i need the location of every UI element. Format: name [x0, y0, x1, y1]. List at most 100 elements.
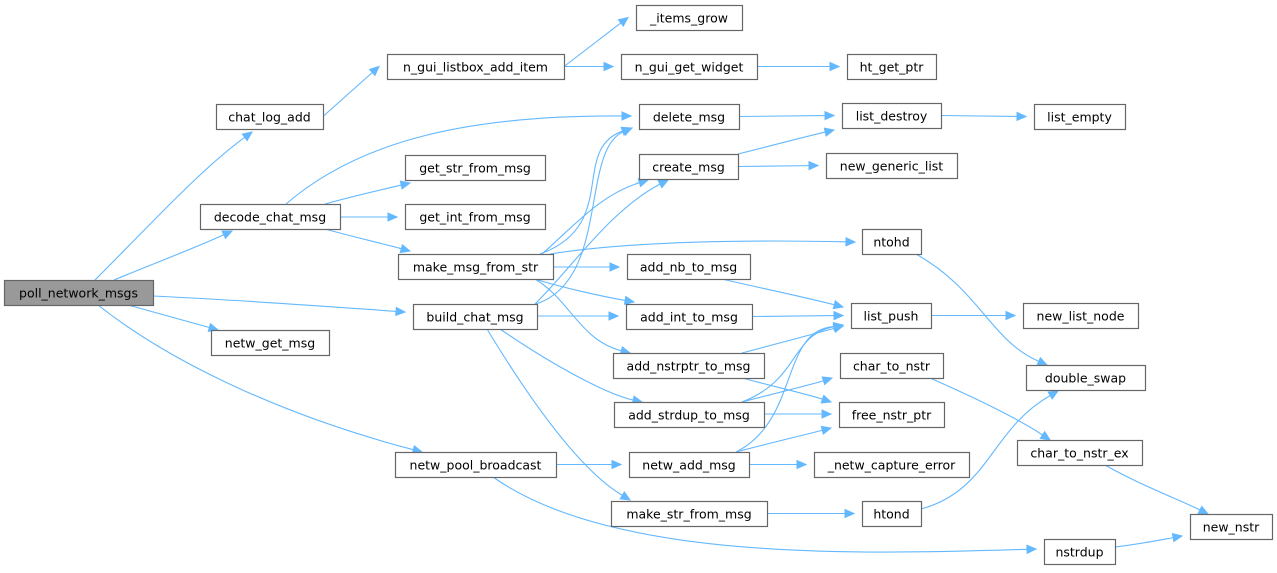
arrowhead-icon — [611, 459, 623, 470]
edge-decode_chat_msg-to-delete_msg — [285, 111, 633, 205]
node-label: poll_network_msgs — [19, 286, 138, 301]
edge-line — [535, 131, 624, 305]
edge-line — [741, 380, 824, 403]
edge-line — [735, 326, 835, 453]
edge-line — [152, 295, 397, 312]
node-box — [838, 401, 946, 429]
edge-make_msg_from_str-to-ntohd — [549, 237, 857, 255]
node-new-generic-list[interactable]: new_generic_list — [825, 152, 959, 180]
arrowhead-icon — [808, 160, 820, 171]
edge-decode_chat_msg-to-get_str_from_msg — [324, 180, 412, 205]
edge-build_chat_msg-to-add_int_to_msg — [536, 311, 620, 321]
node-items-grow[interactable]: _items_grow — [635, 4, 744, 32]
edge-line — [741, 327, 835, 354]
edge-char_to_nstr_ex-to-new_nstr — [1104, 464, 1210, 515]
node-box — [3, 279, 155, 307]
arrowhead-icon — [608, 311, 620, 321]
edge-line — [539, 130, 623, 255]
edge-line — [534, 183, 661, 305]
node-double-swap[interactable]: double_swap — [1025, 364, 1147, 392]
edge-list_push-to-new_list_node — [930, 310, 1017, 321]
arrowhead-icon — [844, 508, 856, 519]
node-netw-capture-error[interactable]: _netw_capture_error — [813, 451, 971, 479]
node-box — [841, 102, 943, 130]
edge-line — [738, 115, 826, 118]
node-box — [612, 352, 766, 380]
node-n-gui-listbox-add-item[interactable]: n_gui_listbox_add_item — [386, 53, 566, 81]
node-new-nstr[interactable]: new_nstr — [1189, 513, 1274, 541]
node-label: new_nstr — [1203, 520, 1260, 535]
node-char-to-nstr[interactable]: char_to_nstr — [839, 352, 945, 380]
edge-add_strdup_to_msg-to-free_nstr_ptr — [763, 409, 833, 419]
node-box — [1025, 364, 1147, 392]
node-label: netw_add_msg — [642, 458, 735, 473]
edge-line — [721, 278, 835, 306]
edge-line — [113, 234, 225, 281]
edge-layer — [94, 16, 1210, 555]
arrowhead-icon — [1197, 505, 1210, 515]
node-build-chat-msg[interactable]: build_chat_msg — [412, 303, 539, 331]
edge-netw_pool_broadcast-to-nstrdup — [492, 476, 1038, 555]
node-ht-get-ptr[interactable]: ht_get_ptr — [846, 53, 938, 81]
node-box — [1016, 439, 1144, 467]
node-box — [839, 352, 945, 380]
arrowhead-icon — [1036, 356, 1049, 366]
node-label: _netw_capture_error — [827, 458, 956, 473]
edge-line — [929, 377, 1043, 436]
node-label: double_swap — [1045, 371, 1126, 386]
edge-build_chat_msg-to-make_str_from_msg — [486, 328, 632, 501]
node-char-to-nstr-ex[interactable]: char_to_nstr_ex — [1016, 439, 1144, 467]
arrowhead-icon — [833, 310, 845, 321]
node-add-nb-to-msg[interactable]: add_nb_to_msg — [626, 253, 752, 281]
node-ntohd[interactable]: ntohd — [861, 228, 923, 256]
node-label: add_nstrptr_to_msg — [627, 359, 751, 374]
node-box — [1022, 302, 1140, 330]
node-label: make_str_from_msg — [626, 507, 751, 522]
edge-line — [741, 326, 835, 403]
arrowhead-icon — [399, 180, 412, 190]
edge-poll_network_msgs-to-chat_log_add — [94, 131, 253, 281]
node-chat-log-add[interactable]: chat_log_add — [215, 103, 325, 131]
node-decode-chat-msg[interactable]: decode_chat_msg — [199, 203, 342, 231]
edge-poll_network_msgs-to-decode_chat_msg — [113, 230, 234, 281]
edge-n_gui_listbox_add_item-to-n_gui_get_widget — [564, 61, 615, 72]
node-list-push[interactable]: list_push — [850, 302, 933, 330]
node-get-str-from-msg[interactable]: get_str_from_msg — [404, 154, 547, 182]
node-netw-add-msg[interactable]: netw_add_msg — [628, 451, 751, 479]
edge-poll_network_msgs-to-netw_get_msg — [127, 304, 220, 332]
edge-make_msg_from_str-to-add_nstrptr_to_msg — [534, 278, 632, 356]
node-netw-pool-broadcast[interactable]: netw_pool_broadcast — [394, 451, 558, 479]
node-poll-network-msgs[interactable]: poll_network_msgs — [3, 279, 155, 307]
edge-line — [97, 304, 414, 451]
arrowhead-icon — [621, 127, 634, 137]
node-list-destroy[interactable]: list_destroy — [841, 102, 943, 130]
node-add-nstrptr-to-msg[interactable]: add_nstrptr_to_msg — [612, 352, 766, 380]
node-box — [215, 103, 325, 131]
node-create-msg[interactable]: create_msg — [638, 153, 740, 181]
node-label: ntohd — [873, 235, 909, 250]
node-label: n_gui_listbox_add_item — [403, 60, 548, 75]
node-add-int-to-msg[interactable]: add_int_to_msg — [625, 303, 754, 331]
node-htond[interactable]: htond — [861, 500, 923, 528]
node-label: make_msg_from_str — [413, 260, 539, 275]
arrowhead-icon — [1171, 533, 1184, 543]
node-n-gui-get-widget[interactable]: n_gui_get_widget — [620, 53, 759, 81]
node-add-strdup-to-msg[interactable]: add_strdup_to_msg — [613, 401, 766, 429]
node-delete-msg[interactable]: delete_msg — [638, 103, 741, 131]
node-list-empty[interactable]: list_empty — [1033, 103, 1127, 131]
node-make-str-from-msg[interactable]: make_str_from_msg — [610, 500, 769, 528]
node-box — [635, 4, 744, 32]
node-nstrdup[interactable]: nstrdup — [1043, 538, 1117, 566]
node-free-nstr-ptr[interactable]: free_nstr_ptr — [838, 401, 946, 429]
node-get-int-from-msg[interactable]: get_int_from_msg — [404, 203, 547, 231]
node-label: new_list_node — [1037, 309, 1125, 324]
edge-line — [324, 228, 402, 250]
node-new-list-node[interactable]: new_list_node — [1022, 302, 1140, 330]
node-label: char_to_nstr — [853, 359, 931, 374]
node-netw-get-msg[interactable]: netw_get_msg — [210, 329, 331, 357]
node-box — [404, 203, 547, 231]
node-box — [199, 203, 342, 231]
node-label: nstrdup — [1055, 545, 1103, 560]
node-make-msg-from-str[interactable]: make_msg_from_str — [397, 253, 555, 281]
